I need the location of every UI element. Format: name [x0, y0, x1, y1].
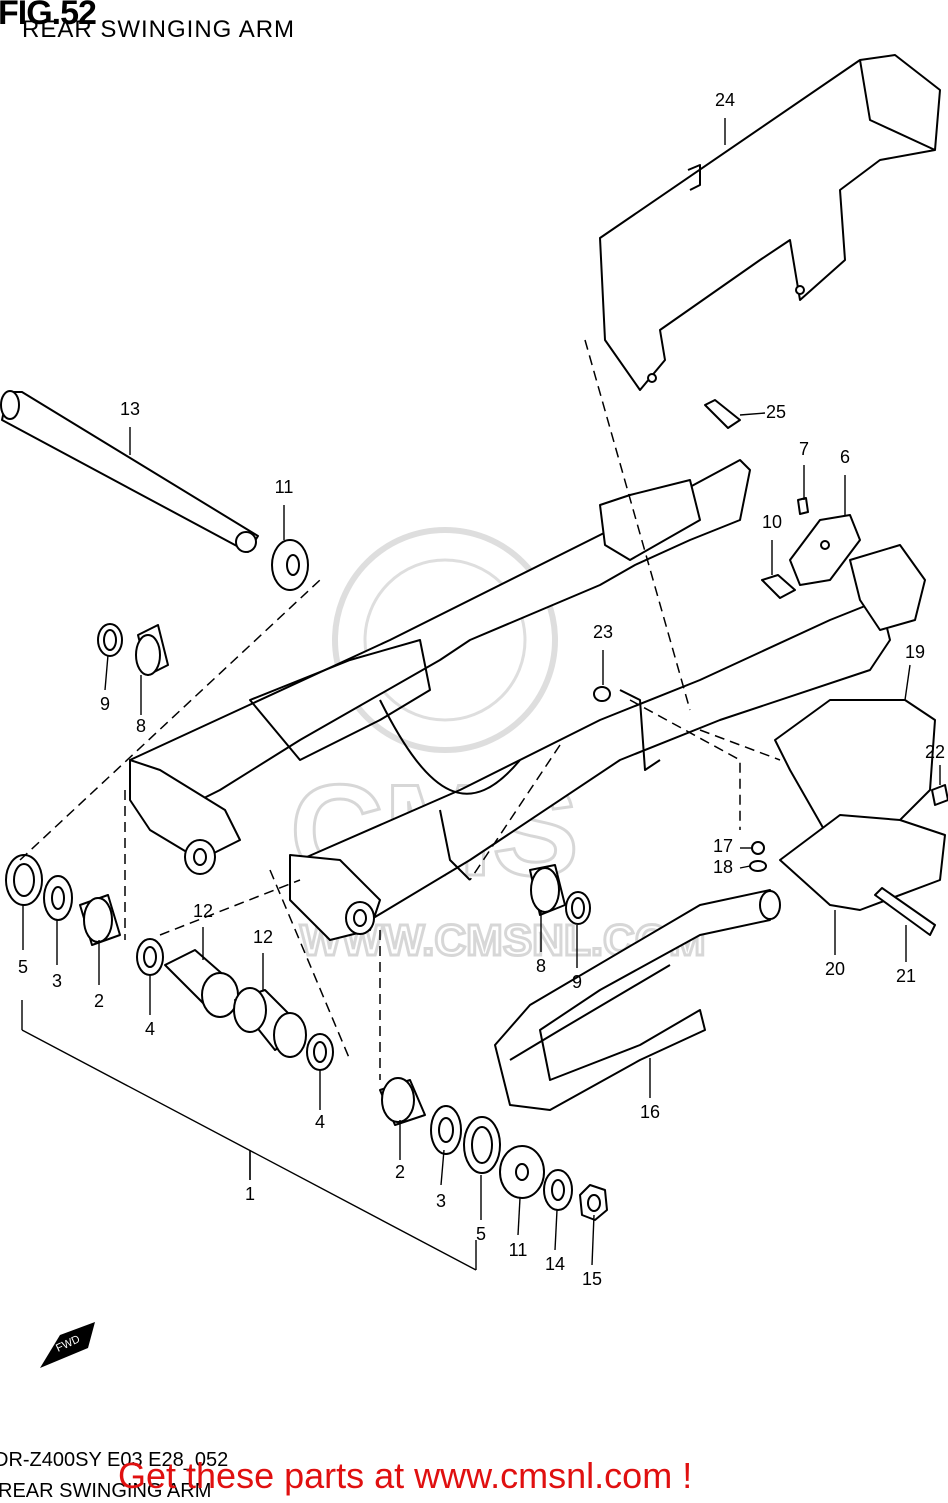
callout-label-12: 12: [193, 901, 213, 921]
callout-label-9: 9: [572, 972, 582, 992]
callout-label-6: 6: [840, 447, 850, 467]
callout-label-5: 5: [476, 1224, 486, 1244]
callout-label-12: 12: [253, 927, 273, 947]
callout-label-4: 4: [145, 1019, 155, 1039]
callout-label-17: 17: [713, 836, 733, 856]
screw-17: [751, 841, 765, 855]
diagram-title: REAR SWINGING ARM: [22, 16, 296, 43]
callout-label-3: 3: [436, 1191, 446, 1211]
nut-23: [593, 686, 611, 702]
bolt-22: [931, 784, 948, 806]
callout-label-1: 1: [245, 1184, 255, 1204]
callout-label-10: 10: [762, 512, 782, 532]
footer-label: REAR SWINGING ARM: [0, 1480, 212, 1502]
assembly-lines: [19, 339, 781, 1080]
chain-guide-plate-20: [779, 814, 946, 911]
chain-case-part: [599, 54, 941, 391]
callout-label-18: 18: [713, 857, 733, 877]
callout-leader-19: [904, 664, 911, 701]
callout-leader-9: [104, 654, 109, 691]
callout-label-11: 11: [275, 477, 294, 497]
callout-leader-14: [554, 1209, 558, 1251]
callout-label-19: 19: [905, 642, 925, 662]
callout-label-14: 14: [545, 1254, 565, 1274]
callout-label-7: 7: [799, 439, 809, 459]
callout-leader-11: [517, 1197, 521, 1236]
callout-label-2: 2: [94, 991, 104, 1011]
callout-label-5: 5: [18, 957, 28, 977]
callout-label-15: 15: [582, 1269, 602, 1289]
callout-label-11: 11: [509, 1240, 528, 1260]
callout-label-23: 23: [593, 622, 613, 642]
bolt-21: [874, 887, 936, 936]
bolt-25: [704, 399, 741, 429]
bolt-10: [761, 574, 796, 599]
callout-label-20: 20: [825, 959, 845, 979]
callout-label-8: 8: [536, 956, 546, 976]
parts-drawing: [0, 54, 948, 1221]
callout-label-24: 24: [715, 90, 735, 110]
model-code: DR-Z400SY E03 E28_052: [0, 1449, 229, 1471]
figure-number: FIG.52: [0, 0, 97, 32]
callout-layer: 1223344556788991011111212131415161718192…: [18, 90, 945, 1289]
callout-label-2: 2: [395, 1162, 405, 1182]
screw-7: [797, 497, 809, 515]
part-1-group-bracket: [21, 1000, 477, 1271]
promo-link[interactable]: Get these parts at www.cmsnl.com !: [118, 1455, 693, 1496]
callout-leader-3: [440, 1149, 445, 1186]
callout-leader-25: [739, 412, 766, 416]
callout-label-16: 16: [640, 1102, 660, 1122]
chain-guide-19: [774, 699, 936, 841]
fwd-arrow-icon: FWD: [40, 1322, 95, 1368]
chain-buffer-16: [494, 889, 771, 1111]
callout-label-13: 13: [120, 399, 140, 419]
callout-label-3: 3: [52, 971, 62, 991]
callout-label-8: 8: [136, 716, 146, 736]
callout-leader-15: [591, 1214, 595, 1266]
washer-18: [749, 860, 767, 872]
callout-label-25: 25: [766, 402, 786, 422]
callout-label-22: 22: [925, 742, 945, 762]
callout-leader-18: [739, 865, 751, 869]
callout-label-9: 9: [100, 694, 110, 714]
callout-label-4: 4: [315, 1112, 325, 1132]
callout-label-21: 21: [896, 966, 916, 986]
